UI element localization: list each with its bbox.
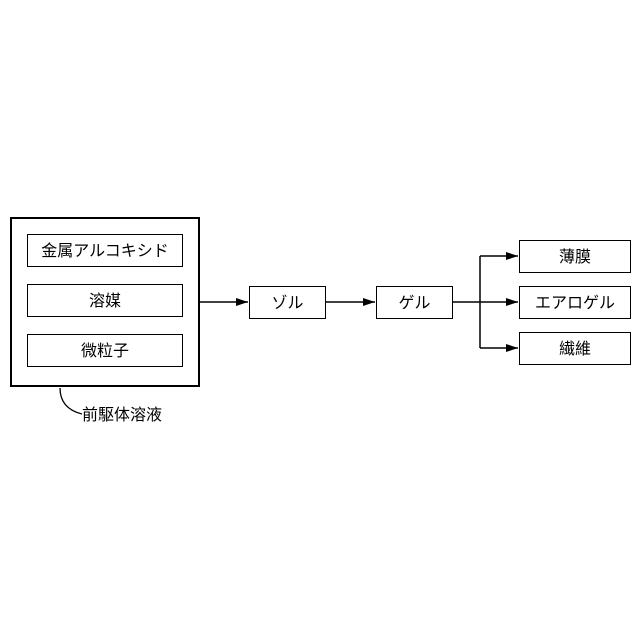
aerogel-label: エアロゲル	[535, 295, 615, 311]
gel-label: ゲル	[398, 295, 430, 311]
caption-leader-line	[60, 388, 82, 414]
metal-alkoxide-label: 金属アルコキシド	[41, 243, 169, 259]
precursor-solution-caption: 前駆体溶液	[82, 407, 162, 423]
aerogel-box: エアロゲル	[519, 286, 631, 319]
fiber-label: 繊維	[559, 341, 591, 357]
fine-particles-label: 微粒子	[81, 343, 129, 359]
fine-particles-box: 微粒子	[27, 334, 183, 367]
solvent-box: 溶媒	[27, 284, 183, 317]
thin-film-label: 薄膜	[559, 249, 591, 265]
sol-label: ゾル	[271, 295, 303, 311]
solvent-label: 溶媒	[89, 293, 121, 309]
metal-alkoxide-box: 金属アルコキシド	[27, 234, 183, 267]
gel-box: ゲル	[376, 286, 453, 319]
thin-film-box: 薄膜	[519, 240, 631, 273]
fiber-box: 繊維	[519, 332, 631, 365]
sol-box: ゾル	[249, 286, 326, 319]
